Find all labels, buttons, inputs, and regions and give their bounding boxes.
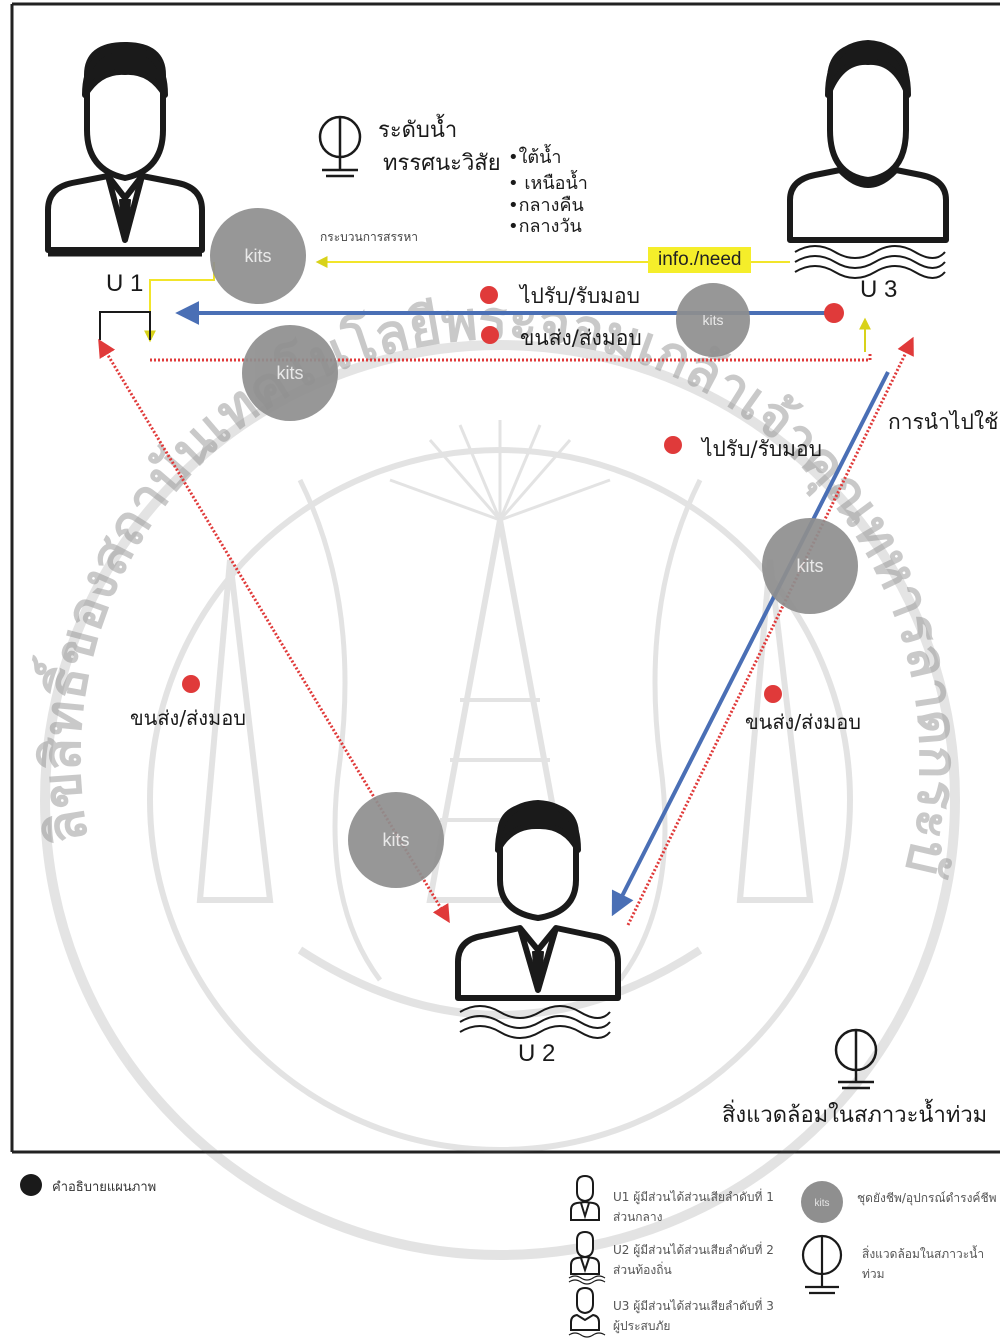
legend-u1-text: U1 ผู้มีส่วนได้ส่วนเสียลำดับที่ 1 ส่วนกล… — [613, 1187, 774, 1227]
legend-u1-line2: ส่วนกลาง — [613, 1207, 774, 1227]
kits-circle-pickup-top: kits — [676, 283, 750, 357]
legend-title: คำอธิบายแผนภาพ — [52, 1176, 156, 1197]
u1-label: U 1 — [106, 270, 143, 298]
kits-text: kits — [383, 830, 410, 851]
condition-day: •กลางวัน — [508, 211, 582, 240]
red-dot — [480, 286, 498, 304]
pickup-label-right: ไปรับ/รับมอบ — [702, 433, 822, 466]
red-dot — [182, 675, 200, 693]
legend-u3-line1: U3 ผู้มีส่วนได้ส่วนเสียลำดับที่ 3 — [613, 1296, 774, 1316]
legend-u2-text: U2 ผู้มีส่วนได้ส่วนเสียลำดับที่ 2 ส่วนท้… — [613, 1240, 774, 1280]
condition-underwater: •ใต้น้ำ — [508, 142, 562, 171]
legend-bullet-icon — [20, 1174, 42, 1196]
red-dot — [481, 326, 499, 344]
kits-text: kits — [245, 246, 272, 267]
red-dot — [764, 685, 782, 703]
u2-label: U 2 — [518, 1040, 555, 1068]
legend-u3-line2: ผู้ประสบภัย — [613, 1316, 774, 1336]
usage-label: การนำไปใช้ — [888, 406, 998, 439]
water-level-icon — [320, 117, 360, 176]
procurement-label: กระบวนการสรรหา — [320, 228, 418, 247]
visibility-label: ทรรศนะวิสัย — [383, 145, 501, 180]
legend-u2-line1: U2 ผู้มีส่วนได้ส่วนเสียลำดับที่ 2 — [613, 1240, 774, 1260]
pickup-label-top: ไปรับ/รับมอบ — [520, 280, 640, 313]
kits-text: kits — [797, 556, 824, 577]
kits-text: kits — [703, 312, 724, 328]
deliver-label-right: ขนส่ง/ส่งมอบ — [745, 706, 861, 738]
kits-circle-procurement: kits — [210, 208, 306, 304]
kits-text: kits — [277, 363, 304, 384]
red-dot — [664, 436, 682, 454]
legend-u3-text: U3 ผู้มีส่วนได้ส่วนเสียลำดับที่ 3 ผู้ประ… — [613, 1296, 774, 1336]
legend-environment-desc: สิ่งแวดล้อมในสภาวะน้ำท่วม — [862, 1244, 1000, 1284]
red-dot — [824, 303, 844, 323]
info-need-box: info./need — [648, 247, 751, 273]
kits-circle-bottom: kits — [348, 792, 444, 888]
kits-circle-deliver-top: kits — [242, 325, 338, 421]
water-level-label: ระดับน้ำ — [378, 112, 457, 147]
legend-u3-icon — [569, 1288, 605, 1337]
kits-circle-right: kits — [762, 518, 858, 614]
legend-u2-icon — [569, 1232, 605, 1284]
legend-kits-desc: ชุดยังชีพ/อุปกรณ์ดำรงค์ชีพ — [857, 1188, 997, 1208]
u1-bracket — [100, 312, 150, 340]
u3-label: U 3 — [860, 276, 897, 304]
environment-label: สิ่งแวดล้อมในสภาวะน้ำท่วม — [722, 1097, 987, 1132]
legend-environment-icon — [803, 1236, 841, 1293]
deliver-label-top: ขนส่ง/ส่งมอบ — [520, 322, 642, 355]
legend-u2-line2: ส่วนท้องถิ่น — [613, 1260, 774, 1280]
legend-u1-icon — [571, 1176, 599, 1220]
legend-u1-line1: U1 ผู้มีส่วนได้ส่วนเสียลำดับที่ 1 — [613, 1187, 774, 1207]
legend-kits-text: kits — [815, 1198, 830, 1209]
deliver-label-left: ขนส่ง/ส่งมอบ — [130, 702, 246, 734]
u3-figure — [790, 43, 946, 278]
u1-figure — [48, 45, 202, 254]
